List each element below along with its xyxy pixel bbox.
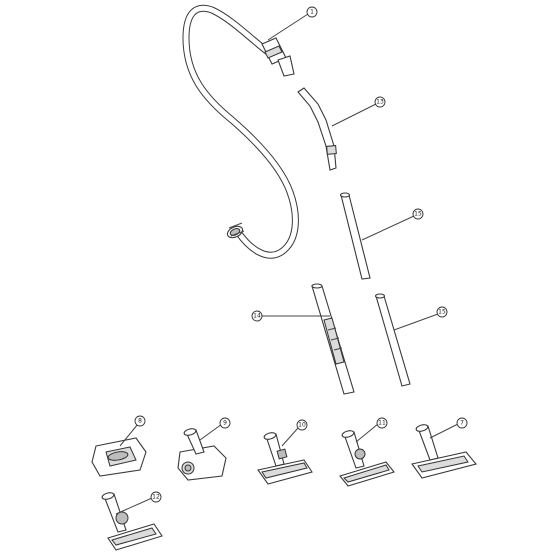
callout-14: 14 — [251, 310, 263, 322]
nozzle-11 — [339, 430, 395, 487]
callout-label-7: 7 — [460, 420, 464, 427]
callout-label-1: 1 — [310, 9, 314, 16]
callout-15-lower: 15 — [436, 306, 448, 318]
callout-10: 10 — [296, 419, 308, 431]
callout-label-11: 11 — [378, 420, 386, 427]
callout-13: 13 — [374, 96, 386, 108]
callout-label-15-lower: 15 — [438, 309, 446, 316]
callout-label-10: 10 — [298, 422, 306, 429]
telescopic-tube — [311, 283, 355, 395]
hose-handle-fitting — [261, 37, 295, 77]
callout-label-13: 13 — [376, 99, 384, 106]
callout-label-9: 9 — [223, 420, 227, 427]
nozzle-10 — [257, 432, 313, 485]
straight-tube-lower — [374, 293, 411, 387]
bent-wand — [297, 87, 337, 171]
callout-label-12: 12 — [152, 494, 160, 501]
callout-8: 8 — [134, 415, 146, 427]
leader-lines — [115, 13, 459, 515]
nozzle-7 — [411, 424, 477, 479]
callout-label-8: 8 — [138, 418, 142, 425]
nozzle-8 — [91, 437, 147, 477]
callout-9: 9 — [219, 417, 231, 429]
callout-label-15-upper: 15 — [414, 211, 422, 218]
callout-1: 1 — [306, 6, 318, 18]
callout-15-upper: 15 — [412, 208, 424, 220]
callout-12: 12 — [150, 491, 162, 503]
callout-11: 11 — [376, 417, 388, 429]
nozzle-12 — [101, 492, 163, 551]
straight-tube-upper — [339, 192, 371, 280]
hose-inlet-cuff — [226, 222, 245, 239]
flexible-hose-inner — [183, 5, 298, 258]
nozzle-9 — [177, 428, 227, 481]
callout-7: 7 — [456, 417, 468, 429]
hose-assembly — [182, 4, 299, 259]
callout-label-14: 14 — [253, 313, 261, 320]
